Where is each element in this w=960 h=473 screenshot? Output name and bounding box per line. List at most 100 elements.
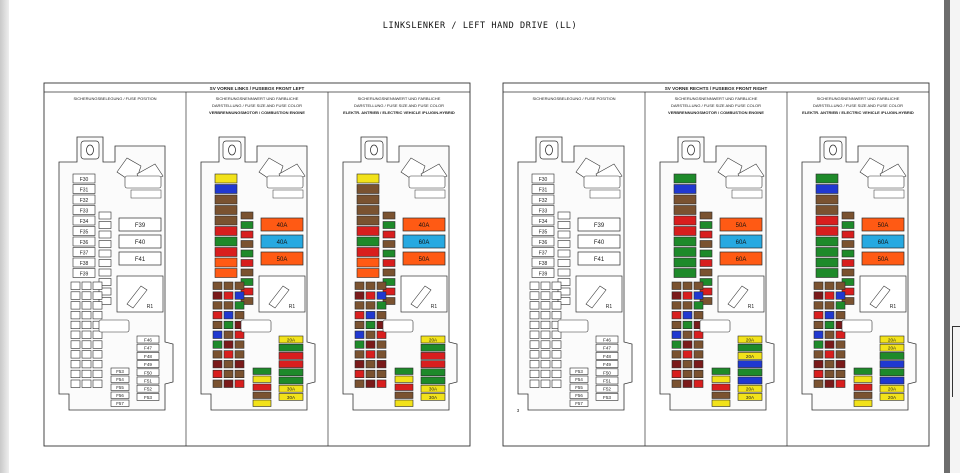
small-fuse bbox=[824, 320, 835, 330]
mini-fuse bbox=[699, 240, 713, 248]
fuse-label: F34 bbox=[80, 219, 89, 225]
small-fuse bbox=[70, 311, 81, 320]
fuse-slot bbox=[879, 376, 905, 385]
fuse-slot bbox=[673, 236, 697, 247]
small-fuse bbox=[835, 311, 846, 320]
mini-fuse bbox=[98, 211, 112, 220]
small-fuse bbox=[835, 281, 846, 290]
fuse-slot bbox=[595, 352, 619, 360]
small-fuse bbox=[212, 291, 223, 300]
fuse-slot bbox=[711, 399, 731, 407]
mini-fuse bbox=[382, 297, 396, 305]
small-fuse bbox=[835, 330, 846, 339]
column-caption: ELEKTR. ANTRIEB / ELECTRIC VEHICLE /PLUG… bbox=[802, 110, 914, 115]
fuse-rating: 30A bbox=[287, 395, 296, 400]
fuse-label: F50 bbox=[603, 370, 611, 375]
fuse-slot bbox=[815, 205, 839, 215]
fuse-slot bbox=[420, 376, 446, 385]
panel-header: SV VORNE RECHTS / FUSEBOX FRONT RIGHT bbox=[665, 86, 768, 91]
small-fuse bbox=[693, 330, 704, 339]
small-fuse bbox=[682, 350, 693, 359]
fuse-slot bbox=[595, 393, 619, 401]
small-fuse bbox=[376, 301, 387, 310]
mini-fuse bbox=[382, 240, 396, 248]
fuse-slot bbox=[278, 376, 304, 385]
fuse-slot bbox=[136, 352, 160, 360]
maxi-fuse-label: 60A bbox=[419, 240, 430, 246]
fuse-slot bbox=[853, 367, 873, 375]
small-fuse bbox=[81, 281, 92, 290]
fuse-rating: 30A bbox=[287, 387, 296, 392]
fuse-label: F53 bbox=[575, 369, 583, 374]
fuse-slot bbox=[879, 343, 905, 352]
adjacent-page-strip bbox=[950, 0, 960, 473]
connector-plate bbox=[699, 319, 731, 333]
relay-label: R1 bbox=[890, 304, 897, 310]
fuse-label: F31 bbox=[80, 188, 89, 194]
mini-fuse bbox=[98, 297, 112, 305]
fuse-label: F46 bbox=[603, 338, 611, 343]
small-fuse bbox=[813, 360, 824, 369]
small-fuse bbox=[70, 360, 81, 369]
fuse-rating: 20A bbox=[888, 395, 897, 400]
fuse-label: F35 bbox=[539, 230, 548, 236]
mini-fuse bbox=[699, 259, 713, 267]
fuse-slot bbox=[110, 383, 130, 391]
fuse-slot bbox=[278, 343, 304, 352]
small-fuse bbox=[824, 340, 835, 349]
fuse-label: F30 bbox=[80, 177, 89, 183]
maxi-fuse bbox=[577, 234, 621, 249]
small-fuse bbox=[81, 291, 92, 300]
small-fuse bbox=[92, 369, 103, 379]
small-fuse bbox=[551, 291, 562, 300]
fuse-slot bbox=[815, 257, 839, 268]
fuse-slot bbox=[136, 368, 160, 377]
maxi-fuse bbox=[118, 217, 162, 232]
fuse-slot bbox=[278, 352, 304, 360]
fuse-slot bbox=[595, 376, 619, 385]
plug-label-plate bbox=[124, 175, 162, 189]
small-fuse bbox=[234, 311, 245, 320]
fuse-slot bbox=[356, 268, 380, 278]
fuse-label: F56 bbox=[116, 393, 124, 398]
fuse-slot bbox=[110, 399, 130, 407]
small-fuse bbox=[354, 350, 365, 359]
maxi-fuse-label: 50A bbox=[878, 223, 889, 229]
fuse-label: F56 bbox=[575, 393, 583, 398]
small-fuse bbox=[212, 301, 223, 310]
fuse-label: F51 bbox=[603, 379, 611, 384]
small-fuse bbox=[70, 320, 81, 330]
small-fuse bbox=[682, 281, 693, 290]
fuse-rating: 20A bbox=[888, 338, 897, 343]
fuse-slot bbox=[72, 205, 96, 215]
maxi-fuse-label: 40A bbox=[277, 240, 288, 246]
fuse-slot bbox=[356, 247, 380, 257]
small-fuse bbox=[540, 301, 551, 310]
window-right-border[interactable] bbox=[944, 0, 950, 473]
small-fuse bbox=[365, 330, 376, 339]
small-fuse bbox=[693, 311, 704, 320]
small-fuse bbox=[813, 311, 824, 320]
fuse-slot bbox=[394, 383, 414, 391]
mini-fuse bbox=[382, 230, 396, 239]
fuse-slot bbox=[595, 368, 619, 377]
mini-fuse bbox=[841, 249, 855, 258]
fuse-slot bbox=[815, 247, 839, 257]
fuse-slot bbox=[394, 391, 414, 399]
small-fuse bbox=[813, 291, 824, 300]
fuse-label: F32 bbox=[80, 198, 89, 204]
maxi-fuse bbox=[118, 251, 162, 266]
small-fuse bbox=[813, 330, 824, 339]
small-fuse bbox=[354, 379, 365, 388]
column-caption: DARSTELLUNG / FUSE SIZE AND FUSE COLOR bbox=[671, 103, 761, 108]
fuse-rating: 20A bbox=[287, 338, 296, 343]
small-fuse bbox=[365, 281, 376, 290]
maxi-fuse bbox=[402, 217, 446, 232]
small-fuse bbox=[671, 330, 682, 339]
small-fuse bbox=[92, 360, 103, 369]
fuse-rating: 30A bbox=[746, 395, 755, 400]
mini-fuse bbox=[841, 297, 855, 305]
maxi-fuse bbox=[861, 234, 905, 249]
fuse-label: F35 bbox=[80, 230, 89, 236]
relay-label: R1 bbox=[147, 304, 154, 310]
